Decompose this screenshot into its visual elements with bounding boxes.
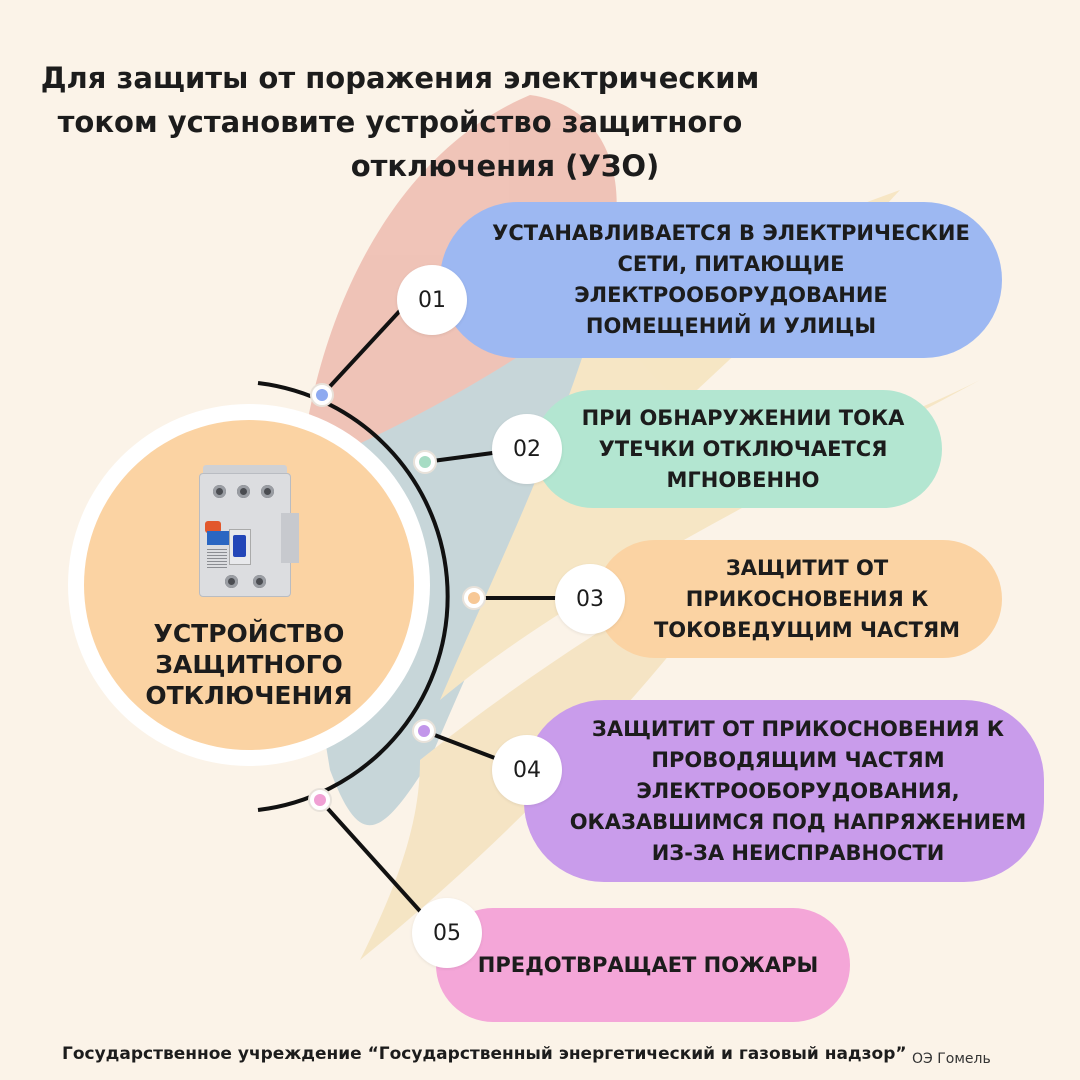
item-text-line: ЗАЩИТИТ ОТ: [725, 555, 889, 580]
footer-branch: ОЭ Гомель: [912, 1051, 991, 1067]
test-button-icon: [205, 521, 221, 533]
item-text-line: ПРИ ОБНАРУЖЕНИИ ТОКА: [581, 405, 905, 430]
connector-dot-core-03: [468, 592, 480, 604]
item-text-line: ИЗ-ЗА НЕИСПРАВНОСТИ: [651, 840, 945, 865]
item-text-line: ЭЛЕКТРООБОРУДОВАНИЯ,: [636, 778, 960, 803]
connector-dot-core-04: [418, 725, 430, 737]
item-pill-01: УСТАНАВЛИВАЕТСЯ В ЭЛЕКТРИЧЕСКИЕ СЕТИ, ПИ…: [440, 202, 1002, 358]
title-line: отключения (УЗО): [350, 149, 660, 183]
item-text-line: ПРЕДОТВРАЩАЕТ ПОЖАРЫ: [477, 952, 819, 977]
item-text-line: МГНОВЕННО: [666, 467, 820, 492]
connector-arc: [257, 381, 450, 812]
spoke-02: [424, 450, 501, 464]
spoke-04: [423, 729, 501, 762]
center-label-line: ЗАЩИТНОГО: [155, 650, 343, 679]
item-text-line: УСТАНАВЛИВАЕТСЯ В ЭЛЕКТРИЧЕСКИЕ: [492, 221, 970, 245]
center-label-line: УСТРОЙСТВО: [153, 619, 345, 648]
item-text-line: ОКАЗАВШИМСЯ ПОД НАПРЯЖЕНИЕМ: [569, 809, 1027, 834]
item-number-01: 01: [397, 265, 467, 335]
item-pill-03: ЗАЩИТИТ ОТ ПРИКОСНОВЕНИЯ К ТОКОВЕДУЩИМ Ч…: [596, 540, 1002, 658]
spoke-05: [318, 798, 430, 922]
item-pill-05: ПРЕДОТВРАЩАЕТ ПОЖАРЫ: [436, 908, 850, 1022]
connector-dot-core-05: [314, 794, 326, 806]
page-title: Для защиты от поражения электрическим то…: [20, 56, 780, 188]
item-pill-04: ЗАЩИТИТ ОТ ПРИКОСНОВЕНИЯ К ПРОВОДЯЩИМ ЧА…: [524, 700, 1044, 882]
item-text-line: ПРОВОДЯЩИМ ЧАСТЯМ: [651, 747, 945, 772]
rcd-device-image: [199, 465, 299, 600]
item-text-line: УТЕЧКИ ОТКЛЮЧАЕТСЯ: [598, 436, 888, 461]
item-text-line: ЭЛЕКТРООБОРУДОВАНИЕ: [574, 283, 888, 307]
connector-dot-core-02: [419, 456, 431, 468]
connector-dot-core-01: [316, 389, 328, 401]
item-text-line: ПРИКОСНОВЕНИЯ К: [685, 586, 929, 611]
center-circle: УСТРОЙСТВО ЗАЩИТНОГО ОТКЛЮЧЕНИЯ: [84, 420, 414, 750]
spoke-01: [320, 300, 410, 397]
item-text-line: ПОМЕЩЕНИЙ И УЛИЦЫ: [585, 314, 877, 338]
item-text-line: СЕТИ, ПИТАЮЩИЕ: [617, 252, 845, 276]
item-number-02: 02: [492, 414, 562, 484]
center-label: УСТРОЙСТВО ЗАЩИТНОГО ОТКЛЮЧЕНИЯ: [84, 618, 414, 711]
item-number-03: 03: [555, 564, 625, 634]
center-label-line: ОТКЛЮЧЕНИЯ: [145, 681, 353, 710]
item-pill-02: ПРИ ОБНАРУЖЕНИИ ТОКА УТЕЧКИ ОТКЛЮЧАЕТСЯ …: [534, 390, 942, 508]
toggle-lever-icon: [233, 535, 246, 557]
item-text-line: ТОКОВЕДУЩИМ ЧАСТЯМ: [653, 617, 961, 642]
item-number-05: 05: [412, 898, 482, 968]
footer-organization: Государственное учреждение “Государствен…: [62, 1044, 907, 1064]
item-text-line: ЗАЩИТИТ ОТ ПРИКОСНОВЕНИЯ К: [591, 716, 1005, 741]
title-line: током установите устройство защитного: [57, 105, 743, 139]
item-number-04: 04: [492, 735, 562, 805]
title-line: Для защиты от поражения электрическим: [40, 61, 760, 95]
